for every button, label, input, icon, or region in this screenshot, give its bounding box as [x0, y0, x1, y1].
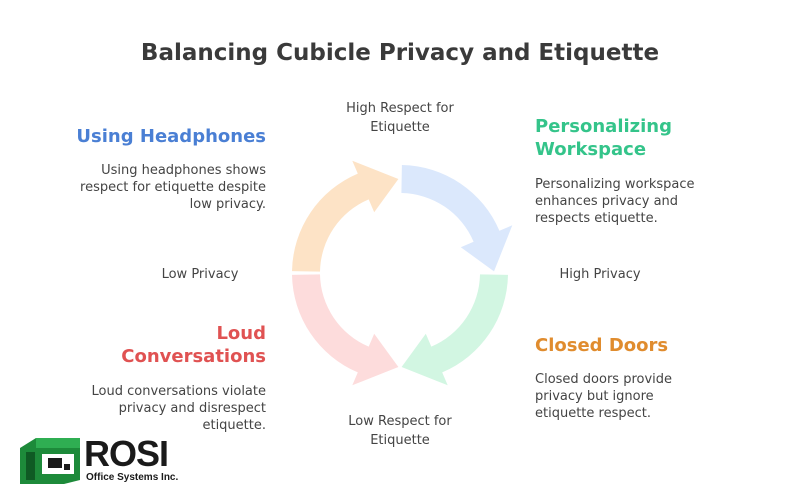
quadrant-desc-personalizing-workspace: Personalizing workspace enhances privacy… [535, 177, 695, 226]
cubicle-logo-icon [20, 438, 80, 484]
segment-top-left [292, 160, 399, 272]
segment-bottom-left [292, 274, 399, 386]
quadrant-desc-closed-doors: Closed doors provide privacy but ignore … [535, 372, 673, 421]
axis-label-right: High Privacy [559, 267, 641, 282]
logo-brand: ROSI [84, 433, 169, 474]
logo-subtitle: Office Systems Inc. [86, 472, 179, 483]
page-title: Balancing Cubicle Privacy and Etiquette [140, 40, 660, 66]
axis-label-bottom: Low Respect for Etiquette [348, 414, 452, 448]
quadrant-title-using-headphones: Using Headphones [76, 126, 266, 147]
axis-label-left: Low Privacy [161, 267, 239, 282]
axis-label-top: High Respect for Etiquette [346, 101, 454, 135]
logo: ROSI Office Systems Inc. [18, 434, 178, 486]
quadrant-desc-using-headphones: Using headphones shows respect for etiqu… [80, 163, 266, 212]
segment-bottom-right [401, 274, 508, 386]
quadrant-title-personalizing-workspace: Personalizing Workspace [535, 116, 673, 160]
quadrant-desc-loud-conversations: Loud conversations violate privacy and d… [91, 384, 266, 433]
quadrant-title-loud-conversations: Loud Conversations [121, 323, 266, 367]
quadrant-title-closed-doors: Closed Doors [535, 335, 669, 356]
segment-top-right [401, 165, 513, 272]
